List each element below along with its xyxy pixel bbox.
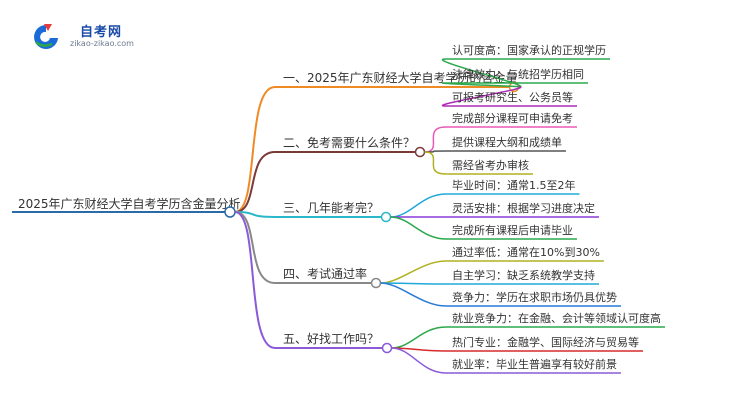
child-label-2-3[interactable]: 需经省考办审核 — [452, 158, 529, 172]
site-logo[interactable]: 自考网 zikao-zikao.com — [30, 20, 140, 54]
branch-connector-2 — [234, 151, 276, 213]
branch-node-3[interactable] — [380, 211, 392, 223]
child-label-5-3[interactable]: 就业率：毕业生普遍享有较好前景 — [452, 357, 617, 371]
branch-node-2[interactable] — [414, 146, 426, 158]
child-label-2-2[interactable]: 提供课程大纲和成绩单 — [452, 135, 562, 149]
child-label-1-2[interactable]: 法律效力：与统招学历相同 — [452, 67, 584, 81]
branch-connector-4 — [234, 211, 276, 284]
child-label-1-1[interactable]: 认可度高：国家承认的正规学历 — [452, 43, 606, 57]
child-connector-2-1 — [424, 126, 447, 153]
branch-title-1[interactable]: 一、2025年广东财经大学自考学历的含金量 — [283, 70, 518, 85]
child-label-3-1[interactable]: 毕业时间：通常1.5至2年 — [452, 178, 576, 192]
branch-connector-5 — [234, 211, 276, 349]
child-label-1-3[interactable]: 可报考研究生、公务员等 — [452, 90, 573, 104]
branch-node-5[interactable] — [381, 342, 393, 354]
branch-title-3[interactable]: 三、几年能考完？ — [283, 200, 379, 215]
child-connector-5-3 — [391, 347, 447, 374]
root-node — [224, 206, 236, 218]
child-label-5-2[interactable]: 热门专业：金融学、国际经济与贸易等 — [452, 335, 639, 349]
root-label: 2025年广东财经大学自考学历含金量分析 — [18, 196, 241, 211]
child-label-4-2[interactable]: 自主学习：缺乏系统教学支持 — [452, 268, 595, 282]
child-label-4-1[interactable]: 通过率低：通常在10%到30% — [452, 245, 600, 259]
branch-connector-3 — [234, 211, 276, 218]
logo-emblem-icon — [34, 24, 58, 49]
child-connector-4-2 — [380, 282, 447, 285]
child-connector-5-1 — [391, 326, 447, 349]
child-label-4-3[interactable]: 竞争力：学历在求职市场仍具优势 — [452, 290, 617, 304]
child-connector-2-3 — [424, 151, 447, 175]
branch-connector-1 — [234, 86, 276, 213]
child-connector-4-3 — [380, 282, 447, 307]
branch-title-2[interactable]: 二、免考需要什么条件？ — [283, 135, 415, 150]
child-connector-3-1 — [390, 193, 447, 218]
child-connector-3-3 — [390, 216, 447, 240]
branch-title-4[interactable]: 四、考试通过率 — [283, 266, 367, 281]
logo-name: 自考网 — [80, 25, 123, 40]
branch-node-4[interactable] — [370, 277, 382, 289]
child-connector-4-1 — [380, 260, 447, 284]
child-label-5-1[interactable]: 就业竞争力：在金融、会计等领域认可度高 — [452, 311, 661, 325]
child-label-3-2[interactable]: 灵活安排：根据学习进度决定 — [452, 201, 595, 215]
child-connector-1-1 — [441, 58, 522, 88]
logo-url: zikao-zikao.com — [70, 39, 134, 48]
child-connector-1-3 — [441, 86, 522, 107]
branch-title-5[interactable]: 五、好找工作吗？ — [283, 332, 379, 346]
child-label-3-3[interactable]: 完成所有课程后申请毕业 — [452, 223, 573, 237]
child-label-2-1[interactable]: 完成部分课程可申请免考 — [452, 111, 573, 125]
